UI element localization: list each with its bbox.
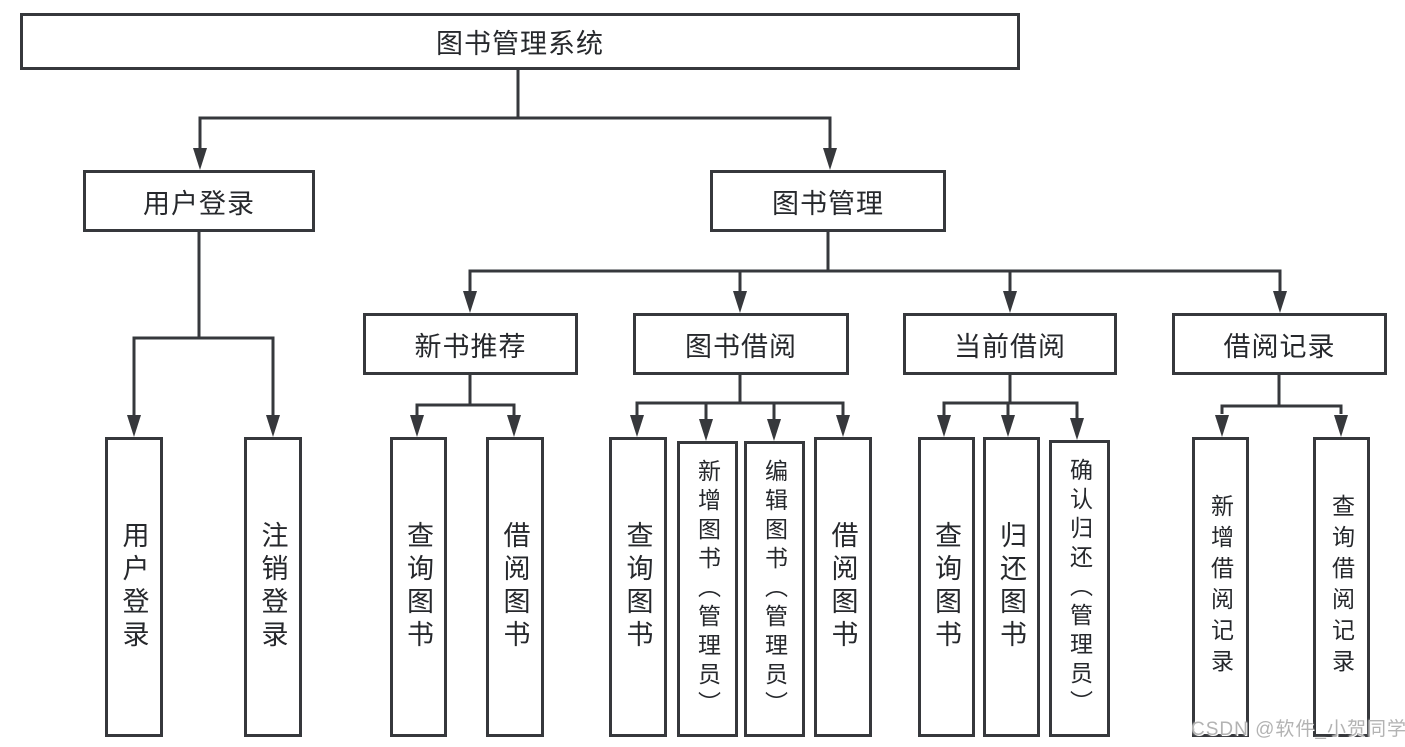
node-new-book-recommend-label: 新书推荐 <box>414 331 527 362</box>
leaf-recommend-borrow-books-label: 借阅图书 <box>499 521 530 653</box>
leaf-current-return-books-label: 归还图书 <box>996 521 1026 653</box>
leaf-borrow-query-books-label: 查询图书 <box>622 521 653 653</box>
leaf-borrow-edit-books-admin: 编辑图书（管理员） <box>744 441 805 737</box>
leaf-current-query-books-label: 查询图书 <box>931 521 961 653</box>
leaf-current-return-books: 归还图书 <box>983 437 1040 737</box>
node-book-management: 图书管理 <box>710 170 946 232</box>
leaf-records-query-record: 查询借阅记录 <box>1313 437 1370 737</box>
leaf-borrow-borrow-books: 借阅图书 <box>814 437 872 737</box>
leaf-current-confirm-return-admin-label: 确认归还（管理员） <box>1066 458 1093 719</box>
leaf-records-add-record-label: 新增借阅记录 <box>1207 494 1234 680</box>
leaf-logout-label: 注销登录 <box>257 521 288 653</box>
node-book-management-label: 图书管理 <box>772 188 884 219</box>
node-root-label: 图书管理系统 <box>436 29 604 59</box>
leaf-borrow-borrow-books-label: 借阅图书 <box>827 521 858 653</box>
leaf-recommend-query-books-label: 查询图书 <box>403 521 433 653</box>
watermark: CSDN @软件_小贺同学 <box>1191 719 1405 740</box>
node-book-borrow-label: 图书借阅 <box>685 331 797 362</box>
node-book-borrow: 图书借阅 <box>633 313 849 375</box>
node-new-book-recommend: 新书推荐 <box>363 313 578 375</box>
leaf-current-confirm-return-admin: 确认归还（管理员） <box>1049 440 1110 737</box>
leaf-borrow-add-books-admin: 新增图书（管理员） <box>677 441 738 737</box>
leaf-records-add-record: 新增借阅记录 <box>1192 437 1249 737</box>
leaf-recommend-query-books: 查询图书 <box>390 437 447 737</box>
leaf-current-query-books: 查询图书 <box>918 437 975 737</box>
leaf-borrow-add-books-admin-label: 新增图书（管理员） <box>694 458 721 720</box>
node-user-login: 用户登录 <box>83 170 315 232</box>
arrowheads <box>127 148 1348 441</box>
leaf-user-login-label: 用户登录 <box>118 521 149 653</box>
node-borrow-records-label: 借阅记录 <box>1223 331 1336 362</box>
leaf-records-query-record-label: 查询借阅记录 <box>1328 494 1355 680</box>
node-current-borrow-label: 当前借阅 <box>954 331 1066 362</box>
leaf-recommend-borrow-books: 借阅图书 <box>486 437 544 737</box>
leaf-borrow-edit-books-admin-label: 编辑图书（管理员） <box>761 458 788 720</box>
node-root: 图书管理系统 <box>20 13 1020 70</box>
leaf-borrow-query-books: 查询图书 <box>609 437 667 737</box>
leaf-logout: 注销登录 <box>244 437 302 737</box>
leaf-user-login: 用户登录 <box>105 437 163 737</box>
node-borrow-records: 借阅记录 <box>1172 313 1387 375</box>
node-user-login-label: 用户登录 <box>143 188 255 219</box>
node-current-borrow: 当前借阅 <box>903 313 1117 375</box>
